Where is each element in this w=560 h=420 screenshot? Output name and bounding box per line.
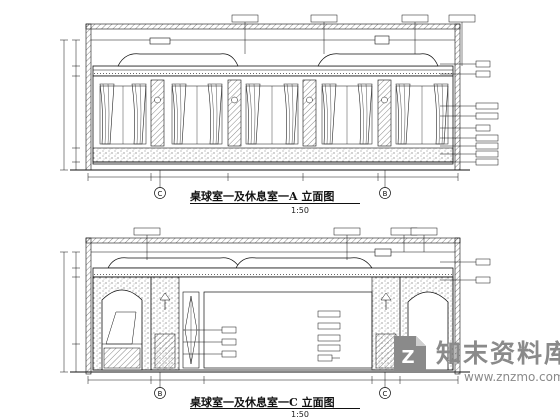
elevation-c: B C: [60, 227, 491, 399]
valance-c2: [235, 257, 373, 269]
callouts-right-a: [440, 60, 499, 166]
svg-text:C: C: [158, 190, 163, 198]
watermark-logo-icon: Z: [394, 336, 426, 372]
curtain-windows-a: [99, 83, 449, 145]
dado-band-a: [92, 147, 454, 163]
dimension-chain-left-a: [60, 39, 80, 171]
wall-right-a: [454, 23, 461, 171]
elevation-a-title-underline: [190, 203, 360, 204]
svg-text:B: B: [383, 190, 388, 198]
elevation-c-title-underline: [190, 408, 360, 409]
valance-a1: [117, 53, 239, 67]
svg-text:B: B: [158, 390, 163, 398]
dimension-chain-left-c: [60, 251, 80, 373]
callouts-right-c: [440, 258, 491, 284]
watermark-text: 知末资料库: [436, 339, 560, 368]
pilasters-a: [150, 79, 392, 147]
wall-left-c: [85, 237, 92, 375]
pier-left-c: [150, 276, 180, 371]
ceiling-light-c1: [374, 248, 392, 257]
elevation-a-scale: 1:50: [291, 206, 309, 215]
svg-text:C: C: [383, 390, 388, 398]
grid-marker-a-right: B: [379, 170, 391, 199]
wall-left-a: [85, 23, 92, 171]
elevation-a-title: 桌球室一及休息室一A 立面图: [190, 190, 335, 203]
valance-c1: [107, 257, 241, 269]
callouts-top-c: [133, 227, 438, 260]
watermark: Z 知末资料库 www.znzmo.com: [380, 328, 560, 400]
callouts-center-c: [183, 310, 341, 362]
watermark-url: www.znzmo.com: [464, 370, 560, 384]
elevation-c-scale: 1:50: [291, 410, 309, 419]
grid-marker-c-right: C: [379, 372, 391, 399]
arch-left-c: [92, 276, 152, 371]
elevation-c-title: 桌球室一及休息室一C 立面图: [190, 396, 335, 409]
callouts-top-a: [231, 14, 476, 66]
ceiling-slab-a: [85, 23, 461, 30]
svg-text:Z: Z: [401, 347, 414, 368]
grid-marker-a-left: C: [154, 170, 166, 199]
ceiling-light-a2: [374, 35, 390, 45]
wall-right-c: [454, 237, 461, 375]
valance-a2: [317, 53, 439, 67]
ceiling-light-a1: [149, 37, 171, 45]
dimension-chain-bottom-c: [87, 376, 459, 384]
dimension-chain-bottom-a: [87, 173, 459, 181]
elevation-a: C B: [60, 14, 499, 199]
grid-marker-c-left: B: [154, 372, 166, 399]
